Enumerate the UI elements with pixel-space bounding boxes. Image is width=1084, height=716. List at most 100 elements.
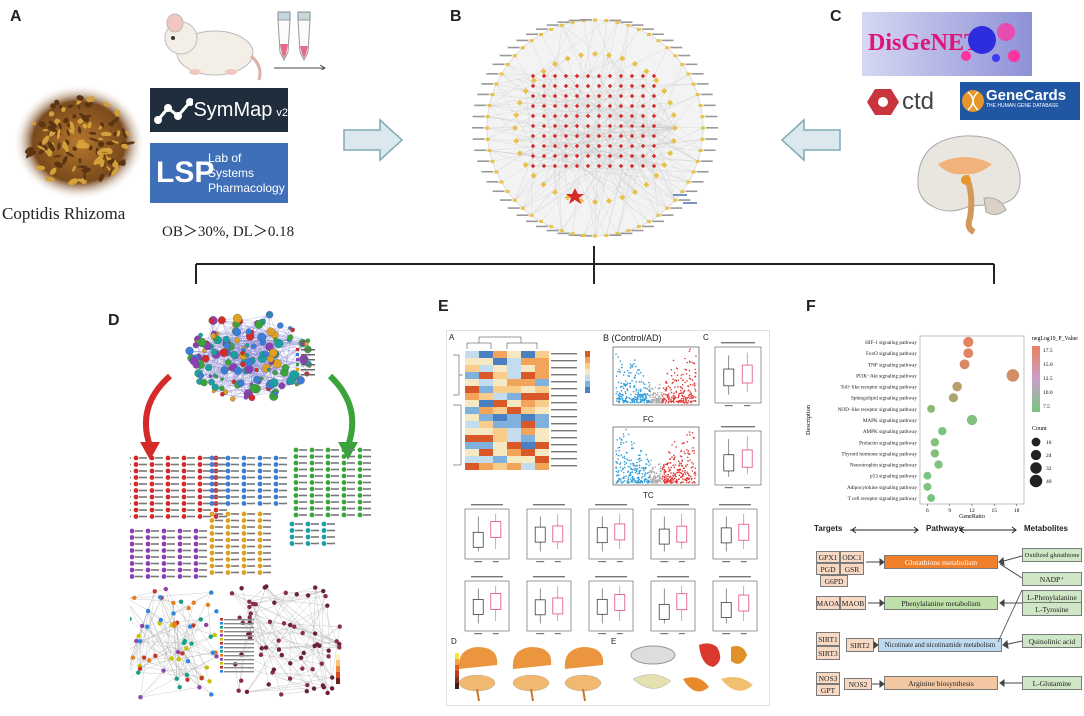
header-arrows-icon — [850, 526, 1084, 534]
arrow-right-icon — [342, 118, 404, 162]
pathway-label: Sphingolipid signaling pathway — [851, 396, 917, 402]
volcano-fc — [603, 345, 703, 413]
body-anatomy — [613, 639, 765, 703]
panel-e-letter: E — [438, 298, 449, 316]
metab-l-tyrosine: L-Tyrosine — [1022, 602, 1082, 616]
color-legend-bar — [1032, 346, 1040, 412]
size-legend-title: Count — [1032, 426, 1047, 432]
color-legend-tick: 15.0 — [1043, 362, 1053, 368]
panel-f-letter: F — [806, 298, 816, 316]
metab-quinolinic-acid: Quinolinic acid — [1022, 634, 1082, 648]
bubble-point — [931, 438, 939, 446]
bubble-point — [934, 460, 942, 468]
lsp-logo: LSP Lab of Systems Pharmacology — [150, 143, 288, 203]
pathway-label: Prolactin signaling pathway — [859, 440, 917, 446]
pathway-headers: Targets Pathways Metabolites — [806, 522, 1082, 536]
boxplot-top-2 — [709, 423, 765, 495]
pathway-label: Toll−like receptor signaling pathway — [841, 385, 918, 391]
header-targets: Targets — [814, 524, 842, 533]
bubble-point — [923, 472, 931, 480]
target-sirt1: SIRT1 — [816, 632, 840, 646]
connector-bracket — [190, 246, 1000, 286]
target-nos3: NOS3 — [816, 672, 840, 684]
ctd-logo: ctd — [866, 86, 956, 118]
panel-c-letter: C — [830, 8, 842, 26]
lsp-line2: Pharmacology — [208, 181, 288, 196]
size-legend-tick: 32 — [1046, 466, 1052, 472]
genecards-logo: GeneCards THE HUMAN GENE DATABASE — [960, 82, 1080, 120]
pathway-label: p53 signaling pathway — [870, 474, 917, 480]
brain-anatomy — [453, 639, 609, 703]
herb-image — [10, 82, 148, 202]
tube-icon — [268, 8, 328, 70]
color-legend-title: negLog10_P_Value — [1032, 336, 1078, 342]
size-legend-dot — [1030, 475, 1043, 488]
lsp-mark: LSP — [150, 156, 208, 190]
size-legend-dot — [1030, 462, 1041, 473]
x-tick-label: 9 — [948, 508, 951, 514]
pathway-label: Neurotrophin signaling pathway — [850, 463, 918, 469]
target-g6pd: G6PD — [820, 575, 848, 587]
boxplot-top-1 — [709, 339, 765, 413]
symmap-text: SymMap — [193, 99, 272, 122]
symmap-logo: SymMap v2 — [150, 88, 288, 132]
network-diagram — [460, 10, 730, 250]
target-gpt: GPT — [816, 684, 840, 696]
boxplot-row-temporal — [451, 571, 767, 641]
y-axis-label: Description — [805, 404, 812, 435]
bubble-point — [1007, 369, 1020, 382]
x-tick-label: 6 — [926, 508, 929, 514]
panel-a-letter: A — [10, 8, 22, 26]
pathway-label: T cell receptor signaling pathway — [848, 496, 918, 502]
pathway-label: PI3K−Akt signaling pathway — [856, 373, 917, 379]
size-legend-dot — [1031, 450, 1041, 460]
color-legend-tick: 12.5 — [1043, 376, 1053, 382]
boxplot-row-frontal — [451, 499, 767, 571]
pathway-label: TNF signaling pathway — [868, 362, 917, 368]
bubble-point — [960, 359, 970, 369]
color-legend-tick: 17.5 — [1043, 348, 1053, 354]
size-legend-tick: 16 — [1046, 440, 1052, 446]
ppi-network — [130, 296, 400, 716]
target-sirt3: SIRT3 — [816, 646, 840, 660]
size-legend-tick: 40 — [1046, 479, 1052, 485]
pathway-connectors — [860, 544, 1030, 704]
symmap-version: v2 — [276, 107, 288, 119]
pathway-label: NOD−like receptor signaling pathway — [838, 407, 918, 413]
size-legend-tick: 24 — [1046, 453, 1052, 459]
bubble-point — [927, 405, 935, 413]
species-name: Coptidis Rhizoma — [2, 204, 125, 224]
target-maoa: MAOA — [816, 596, 840, 610]
bubble-point — [927, 494, 935, 502]
pathway-label: Adipocytokine signaling pathway — [847, 485, 917, 491]
brain-icon — [908, 124, 1028, 236]
dna-icon — [960, 86, 986, 116]
pathway-label: MAPK signaling pathway — [863, 418, 918, 424]
heatmap — [451, 335, 601, 483]
x-tick-label: 18 — [1014, 508, 1020, 514]
volcano-tc — [603, 425, 703, 491]
bubble-point — [963, 337, 973, 347]
panel-e-figure: A B (Control/AD) FC TC C D E — [446, 330, 770, 706]
panel-d-letter: D — [108, 312, 120, 330]
x-tick-label: 15 — [992, 508, 998, 514]
pathway-label: Thyroid hormone signaling pathway — [841, 451, 917, 457]
bubble-point — [952, 382, 962, 392]
metab-nadp: NADP⁺ — [1022, 572, 1082, 586]
x-axis-label: GeneRatio — [959, 514, 985, 518]
disgenet-logo: DisGeNET — [862, 12, 1032, 76]
bubble-point — [923, 483, 931, 491]
pathway-label: AMPK signaling pathway — [863, 429, 918, 435]
lsp-line1: Lab of Systems — [208, 151, 288, 181]
mouse-icon — [155, 8, 265, 86]
ctd-icon — [866, 87, 900, 117]
target-gpx1: GPX1 — [816, 551, 840, 563]
metab-oxidized-glutathione: Oxidized glutathione — [1022, 548, 1082, 562]
bubble-point — [963, 348, 973, 358]
target-pgd: PGD — [816, 563, 840, 575]
bubble-point — [967, 415, 977, 425]
metab-l-glutamine: L-Glutamine — [1022, 676, 1082, 690]
molecule-icon — [150, 90, 193, 130]
color-legend-tick: 7.5 — [1043, 404, 1050, 410]
